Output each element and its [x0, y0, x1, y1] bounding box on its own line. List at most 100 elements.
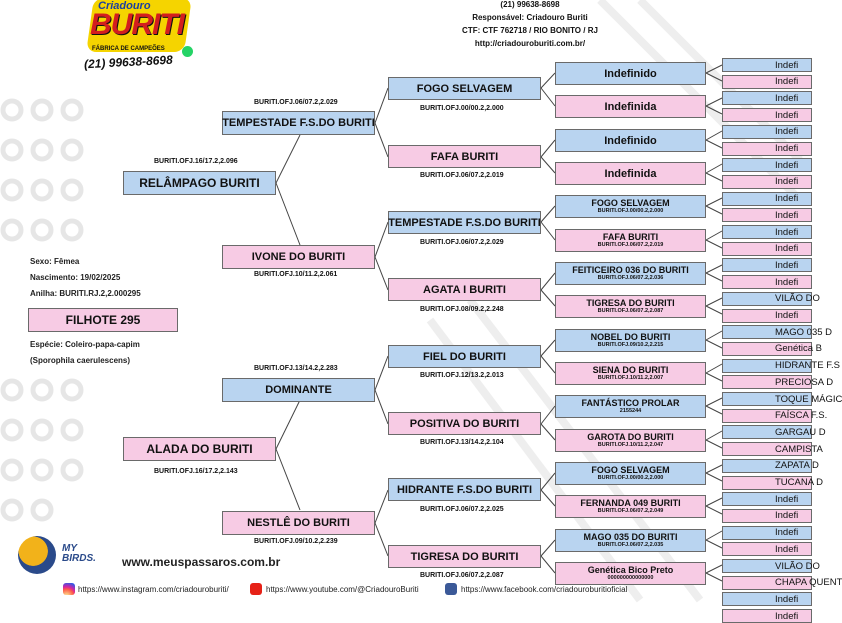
header-responsible: Responsável: Criadouro Buriti	[472, 13, 588, 22]
footer-facebook-link[interactable]: https://www.facebook.com/criadouroburiti…	[461, 585, 628, 594]
gen1-father[interactable]: RELÂMPAGO BURITI	[123, 171, 276, 195]
gen5-ancestor[interactable]: ZAPATA D	[722, 458, 819, 473]
gen4-8[interactable]: NOBEL DO BURITI BURITI.OFJ.09/10.2,2.215	[555, 329, 706, 352]
gen5-ancestor[interactable]: Indefi	[722, 275, 812, 290]
gen4-15-ring: 000000000000000	[607, 575, 654, 581]
gen4-5[interactable]: FAFA BURITI BURITI.OFJ.06/07.2,2.019	[555, 229, 706, 252]
bird-name: FILHOTE 295	[28, 308, 178, 332]
gen2-1[interactable]: IVONE DO BURITI	[222, 245, 375, 269]
gen5-ancestor[interactable]: Genética B	[722, 341, 822, 356]
gen1-mother-ring: BURITI.OFJ.16/17.2,2.143	[154, 468, 238, 475]
gen4-13-name: FERNANDA 049 BURITI	[580, 498, 681, 508]
gen5-ancestor[interactable]: Indefi	[722, 308, 812, 323]
gen4-7[interactable]: TIGRESA DO BURITI BURITI.OFJ.06/07.2,2.0…	[555, 295, 706, 318]
gen4-9-ring: BURITI.OFJ.10/11.2,2.007	[597, 375, 664, 381]
gen4-10[interactable]: FANTÁSTICO PROLAR 2155244	[555, 395, 706, 418]
gen5-ancestor[interactable]: Indefi	[722, 542, 812, 557]
gen5-ancestor[interactable]: Indefi	[722, 124, 812, 139]
bird-sex: Sexo: Fêmea	[30, 257, 80, 266]
gen5-ancestor[interactable]: Indefi	[722, 191, 812, 206]
gen4-15-name: Genética Bico Preto	[587, 565, 674, 575]
gen4-13[interactable]: FERNANDA 049 BURITI BURITI.OFJ.06/07.2,2…	[555, 495, 706, 518]
gen5-ancestor[interactable]: Indefi	[722, 208, 812, 223]
gen5-ancestor[interactable]: MAGO 035 D	[722, 325, 832, 340]
mybirds-brand-line1: MY	[62, 543, 77, 554]
gen2-3[interactable]: NESTLÊ DO BURITI	[222, 511, 375, 535]
gen3-4[interactable]: FIEL DO BURITI	[388, 345, 541, 368]
gen5-ancestor[interactable]: Indefi	[722, 492, 812, 507]
mybirds-brand: MY BIRDS.	[62, 544, 96, 564]
bird-scientific: (Sporophila caerulescens)	[30, 356, 131, 365]
gen5-ancestor[interactable]: Indefi	[722, 609, 812, 623]
gen5-ancestor[interactable]: Indefi	[722, 525, 812, 540]
gen2-2[interactable]: DOMINANTE	[222, 378, 375, 402]
gen4-4-name: FOGO SELVAGEM	[591, 198, 670, 208]
gen4-2[interactable]: Indefinido	[555, 129, 706, 152]
gen5-ancestor[interactable]: Indefi	[722, 508, 812, 523]
gen3-4-ring: BURITI.OFJ.12/13.2,2.013	[420, 372, 504, 379]
gen4-4-ring: BURITI.OFJ.00/00.2,2.000	[597, 208, 664, 214]
gen4-11-name: GAROTA DO BURITI	[587, 432, 674, 442]
gen5-ancestor[interactable]: Indefi	[722, 174, 812, 189]
facebook-icon[interactable]	[445, 583, 457, 595]
gen3-6[interactable]: HIDRANTE F.S.DO BURITI	[388, 478, 541, 501]
gen5-ancestor[interactable]: GARGAU D	[722, 425, 826, 440]
gen5-ancestor[interactable]: Indefi	[722, 592, 812, 607]
gen4-12[interactable]: FOGO SELVAGEM BURITI.OFJ.00/00.2,2.000	[555, 462, 706, 485]
gen4-0[interactable]: Indefinido	[555, 62, 706, 85]
gen4-1[interactable]: Indefinida	[555, 95, 706, 118]
gen4-9[interactable]: SIENA DO BURITI BURITI.OFJ.10/11.2,2.007	[555, 362, 706, 385]
gen3-5-ring: BURITI.OFJ.13/14.2,2.104	[420, 439, 504, 446]
gen5-ancestor[interactable]: CHAPA QUENT	[722, 575, 842, 590]
gen5-ancestor[interactable]: CAMPISTA	[722, 442, 823, 457]
gen4-8-name: NOBEL DO BURITI	[590, 332, 671, 342]
gen5-ancestor[interactable]: Indefi	[722, 225, 812, 239]
logo-line2: BURITI	[90, 8, 185, 41]
gen4-9-name: SIENA DO BURITI	[592, 365, 669, 375]
footer-instagram-link[interactable]: https://www.instagram.com/criadouroburit…	[78, 585, 229, 594]
gen2-0[interactable]: TEMPESTADE F.S.DO BURITI	[222, 111, 375, 135]
gen3-6-ring: BURITI.OFJ.06/07.2,2.025	[420, 506, 504, 513]
footer-site[interactable]: www.meuspassaros.com.br	[122, 555, 281, 569]
gen3-0[interactable]: FOGO SELVAGEM	[388, 77, 541, 100]
gen3-1-ring: BURITI.OFJ.06/07.2,2.019	[420, 172, 504, 179]
gen5-ancestor[interactable]: Indefi	[722, 241, 812, 256]
gen5-ancestor[interactable]: Indefi	[722, 91, 812, 106]
gen5-ancestor[interactable]: Indefi	[722, 74, 812, 89]
gen4-14[interactable]: MAGO 035 DO BURITI BURITI.OFJ.06/07.2,2.…	[555, 529, 706, 552]
gen1-mother[interactable]: ALADA DO BURITI	[123, 437, 276, 461]
gen4-11[interactable]: GAROTA DO BURITI BURITI.OFJ.10/11.2,2.04…	[555, 429, 706, 452]
youtube-icon[interactable]	[250, 583, 262, 595]
gen4-6-ring: BURITI.OFJ.06/07.2,2.036	[597, 275, 664, 281]
gen5-ancestor[interactable]: Indefi	[722, 141, 812, 156]
gen3-2[interactable]: TEMPESTADE F.S.DO BURITI	[388, 211, 541, 234]
gen4-6[interactable]: FEITICEIRO 036 DO BURITI BURITI.OFJ.06/0…	[555, 262, 706, 285]
gen5-ancestor[interactable]: Indefi	[722, 158, 812, 173]
gen5-ancestor[interactable]: FAÍSCA F.S.	[722, 408, 827, 423]
gen5-ancestor[interactable]: VILÃO DO	[722, 559, 820, 573]
header-phone: (21) 99638-8698	[500, 0, 560, 9]
gen5-ancestor[interactable]: PRECIOSA D	[722, 375, 833, 390]
gen3-3[interactable]: AGATA I BURITI	[388, 278, 541, 301]
gen3-1[interactable]: FAFA BURITI	[388, 145, 541, 168]
gen5-ancestor[interactable]: Indefi	[722, 258, 812, 273]
gen4-4[interactable]: FOGO SELVAGEM BURITI.OFJ.00/00.2,2.000	[555, 195, 706, 218]
gen5-ancestor[interactable]: VILÃO DO	[722, 291, 820, 306]
gen5-ancestor[interactable]: Indefi	[722, 58, 812, 72]
logo-phone: (21) 99638-8698	[83, 52, 174, 72]
gen2-3-ring: BURITI.OFJ.09/10.2,2.239	[254, 538, 338, 545]
gen5-ancestor[interactable]: Indefi	[722, 108, 812, 123]
bird-birth: Nascimento: 19/02/2025	[30, 273, 121, 282]
header-site[interactable]: http://criadouroburiti.com.br/	[474, 39, 586, 48]
instagram-icon[interactable]	[63, 583, 75, 595]
gen2-1-ring: BURITI.OFJ.10/11.2,2.061	[254, 271, 338, 278]
gen4-13-ring: BURITI.OFJ.06/07.2,2.049	[597, 508, 664, 514]
gen3-5[interactable]: POSITIVA DO BURITI	[388, 412, 541, 435]
gen4-3[interactable]: Indefinida	[555, 162, 706, 185]
gen3-7[interactable]: TIGRESA DO BURITI	[388, 545, 541, 568]
gen5-ancestor[interactable]: TUCANA D	[722, 475, 823, 490]
gen4-15[interactable]: Genética Bico Preto 000000000000000	[555, 562, 706, 585]
gen5-ancestor[interactable]: HIDRANTE F.S	[722, 358, 840, 373]
footer-youtube-link[interactable]: https://www.youtube.com/@CriadouroBuriti	[266, 585, 419, 594]
gen5-ancestor[interactable]: TOQUE MÁGIC	[722, 392, 842, 406]
